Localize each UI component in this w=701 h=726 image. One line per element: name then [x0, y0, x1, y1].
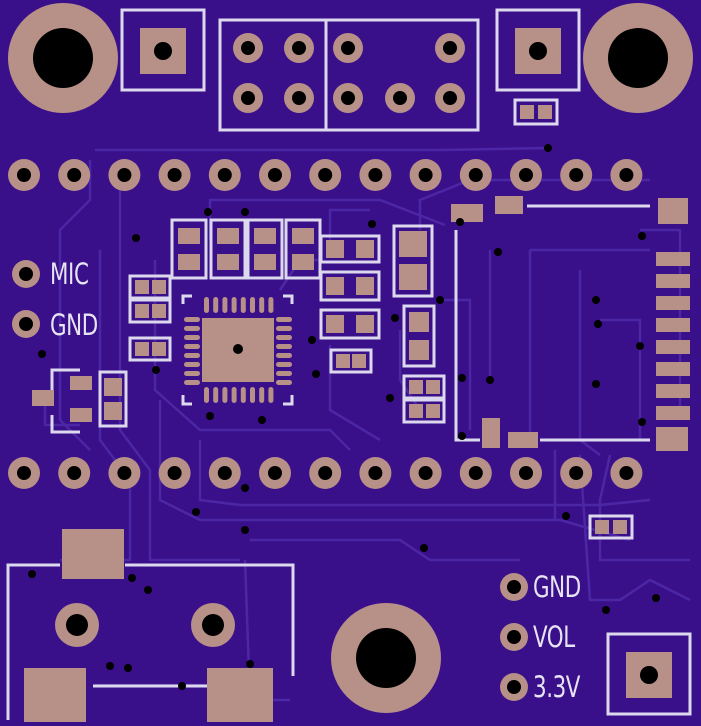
qfn-pin [204, 387, 209, 403]
qfn-pin [184, 371, 200, 376]
qfn-pin [240, 387, 246, 403]
qfn-chip [184, 297, 292, 403]
qfn-pin [259, 297, 265, 313]
qfn-pin [231, 387, 237, 403]
label-gnd-left: GND [50, 308, 98, 342]
qfn-pin [184, 326, 200, 331]
qfn-pin [184, 317, 200, 322]
qfn-pin [276, 317, 292, 322]
qfn-pin [268, 387, 274, 403]
qfn-pin [259, 387, 265, 403]
qfn-pin [276, 380, 292, 385]
qfn-pin [276, 353, 292, 358]
qfn-pin [250, 297, 255, 313]
label-gnd-right: GND [533, 570, 581, 604]
qfn-pin [184, 353, 200, 358]
pin-row-bottom [8, 457, 643, 489]
smd-pads [24, 105, 690, 722]
qfn-pin [276, 335, 292, 340]
qfn-pin [276, 371, 292, 376]
qfn-pin [240, 297, 246, 313]
qfn-pin [184, 335, 200, 340]
qfn-pin [184, 380, 200, 385]
qfn-pin [250, 387, 255, 403]
vias [28, 144, 660, 690]
qfn-pin [276, 344, 292, 349]
label-vol: VOL [533, 620, 575, 654]
qfn-pin [222, 387, 228, 403]
qfn-pin [268, 297, 274, 313]
audio-jack [55, 603, 235, 647]
pin-row-top [8, 159, 643, 191]
qfn-pin [276, 326, 292, 331]
label-3v3: 3.3V [533, 670, 581, 704]
label-mic: MIC [50, 257, 89, 291]
qfn-pin [222, 297, 228, 313]
qfn-pin [231, 297, 237, 313]
mounting-holes [8, 3, 693, 713]
qfn-pin [204, 297, 209, 313]
qfn-pin [184, 344, 200, 349]
test-pads [12, 260, 528, 701]
qfn-pin [213, 297, 219, 313]
qfn-pin [276, 362, 292, 367]
qfn-pin [213, 387, 219, 403]
silkscreen-outlines [6, 8, 692, 720]
qfn-pin [184, 362, 200, 367]
